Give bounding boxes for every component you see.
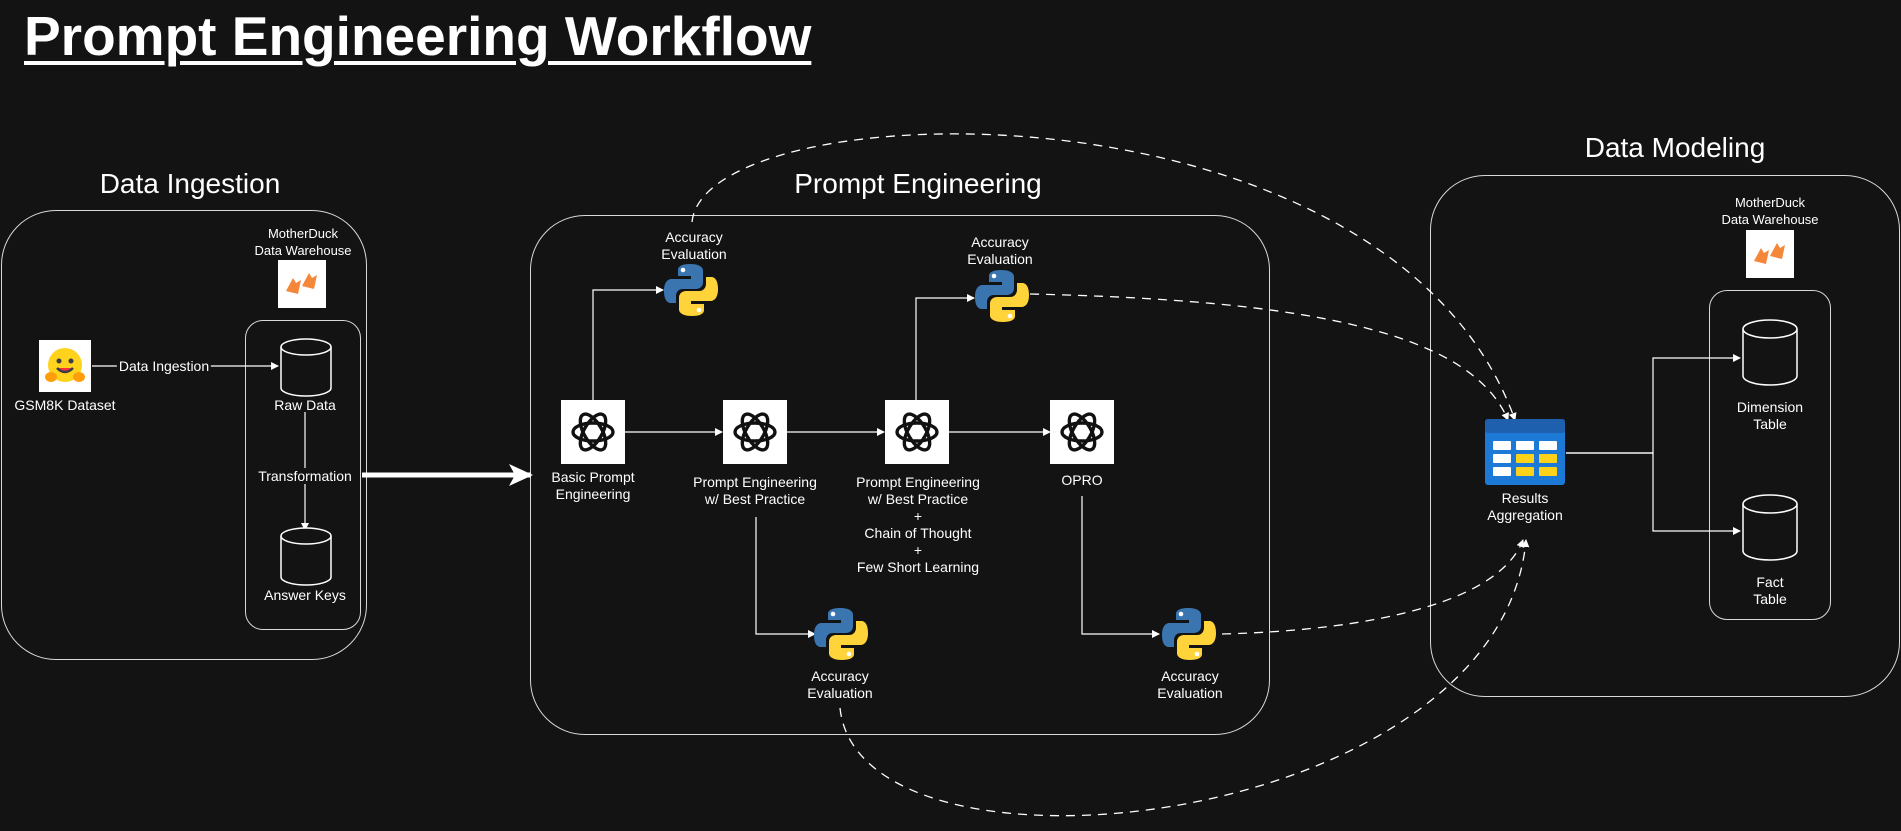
openai-icon [895,412,939,452]
edge-label-ingestion: Data Ingestion [116,358,212,374]
dimension-table-label: Dimension Table [1736,399,1804,432]
ingestion-motherduck-logo [278,260,326,308]
raw-data-label: Raw Data [274,397,336,413]
python-icon [1162,608,1216,660]
edge-basic-to-eval1 [592,286,664,400]
table-grid-icon [1485,419,1565,485]
edge-eval1-to-results [691,133,1517,421]
page-title: Prompt Engineering Workflow [24,5,812,67]
python-icon [814,608,868,660]
raw-data-database-icon [280,338,332,397]
section-title-modeling: Data Modeling [1584,132,1766,163]
modeling-warehouse-label: MotherDuck Data Warehouse [1721,195,1819,227]
edge-best-to-eval3 [755,517,816,638]
eval-4-label: Accuracy Evaluation [1157,668,1223,701]
openai-icon [1060,412,1104,452]
edge-eval3-to-results [839,539,1530,817]
gsm8k-dataset-logo [39,340,91,392]
motherduck-icon [1754,243,1785,264]
results-aggregation-label: Results Aggregation [1487,490,1563,523]
basic-prompt-node [561,400,625,464]
cot-node [885,400,949,464]
subpanel-ingestion-warehouse [245,320,361,630]
python-icon [975,270,1029,322]
answer-keys-database-icon [280,527,332,586]
edge-eval2-to-results [1029,293,1509,421]
python-icon [664,264,718,316]
basic-prompt-label: Basic Prompt Engineering [551,469,635,502]
openai-icon [733,412,777,452]
modeling-motherduck-logo [1746,230,1794,278]
section-title-prompt: Prompt Engineering [794,168,1042,199]
opro-node [1050,400,1114,464]
openai-icon [571,412,615,452]
edge-opro-to-eval4 [1081,496,1160,638]
edge-results-to-dimension [1566,354,1741,454]
eval-2-label: Accuracy Evaluation [967,234,1033,267]
edge-eval4-to-results [1221,539,1525,635]
subpanel-modeling-warehouse [1709,290,1831,620]
fact-table-database-icon [1742,494,1798,561]
panel-data-ingestion [1,210,367,660]
motherduck-icon [286,273,317,294]
cot-label: Prompt Engineering w/ Best Practice + Ch… [856,474,980,575]
answer-keys-label: Answer Keys [264,587,346,603]
opro-label: OPRO [1061,472,1103,488]
gsm8k-dataset-label: GSM8K Dataset [14,397,116,413]
eval-1-label: Accuracy Evaluation [661,229,727,262]
dimension-table-database-icon [1742,319,1798,386]
eval-3-label: Accuracy Evaluation [807,668,873,701]
best-practice-label: Prompt Engineering w/ Best Practice [693,474,817,507]
ingestion-warehouse-label: MotherDuck Data Warehouse [254,226,352,258]
best-practice-node [723,400,787,464]
fact-table-label: Fact Table [1753,574,1787,607]
edge-results-to-fact [1566,452,1741,535]
panel-data-modeling [1430,175,1900,697]
edge-cot-to-eval2 [915,294,975,400]
huggingface-icon [45,348,85,382]
section-title-ingestion: Data Ingestion [99,168,281,199]
edge-label-transformation: Transformation [256,468,354,484]
